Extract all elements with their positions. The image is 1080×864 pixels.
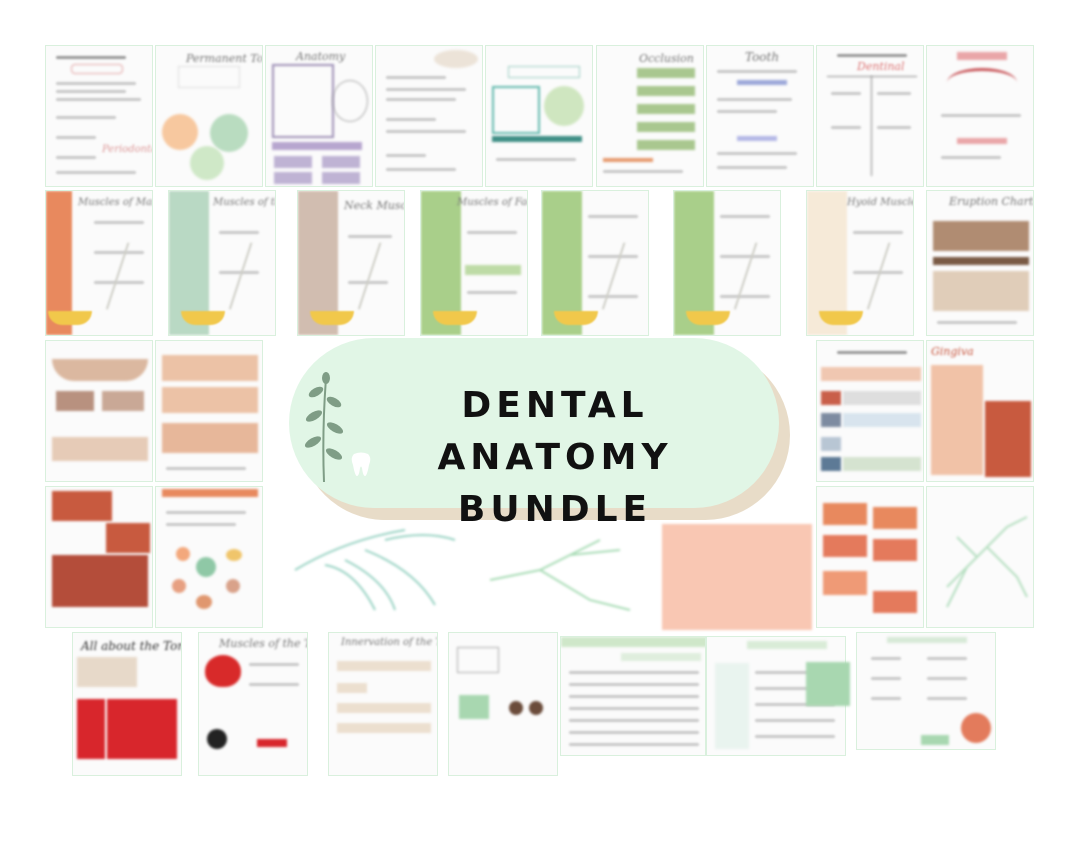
bundle-title-line-1: DENTAL ANATOMY xyxy=(437,385,673,478)
worksheet-thumbnail xyxy=(485,45,593,187)
worksheet-thumbnail: Muscles of Facial Expression xyxy=(420,190,528,336)
worksheet-thumbnail: Permanent Tooth xyxy=(155,45,263,187)
worksheet-thumbnail xyxy=(155,340,263,482)
worksheet-thumbnail: Eruption Charts xyxy=(926,190,1034,336)
worksheet-thumbnail xyxy=(560,636,706,756)
worksheet-thumbnail xyxy=(856,632,996,750)
worksheet-thumbnail: Hyoid Muscles xyxy=(806,190,914,336)
worksheet-thumbnail: Anatomy xyxy=(265,45,373,187)
worksheet-thumbnail: Innervation of the Tongue xyxy=(328,632,438,776)
worksheet-thumbnail xyxy=(816,486,924,628)
worksheet-thumbnail: Muscles of the Soft Palate xyxy=(168,190,276,336)
worksheet-thumbnail xyxy=(45,486,153,628)
worksheet-thumbnail xyxy=(706,636,846,756)
worksheet-thumbnail: Dentinal xyxy=(816,45,924,187)
leaf-sprig-icon xyxy=(304,372,344,483)
nerve-diagram xyxy=(285,510,465,620)
artery-diagram xyxy=(662,524,812,630)
nerve-diagram xyxy=(480,520,650,620)
sticky-note xyxy=(806,662,850,706)
worksheet-thumbnail xyxy=(448,632,558,776)
worksheet-thumbnail xyxy=(926,486,1034,628)
worksheet-thumbnail: Periodontal xyxy=(45,45,153,187)
worksheet-thumbnail: Muscles of the Tongue xyxy=(198,632,308,776)
bundle-title-line-2: BUNDLE xyxy=(457,489,653,530)
worksheet-thumbnail: Occlusion xyxy=(596,45,704,187)
worksheet-thumbnail: Neck Muscles xyxy=(297,190,405,336)
worksheet-thumbnail xyxy=(926,45,1034,187)
worksheet-thumbnail xyxy=(155,486,263,628)
bundle-title-banner xyxy=(289,338,779,508)
worksheet-thumbnail xyxy=(375,45,483,187)
worksheet-thumbnail: Tooth xyxy=(706,45,814,187)
worksheet-thumbnail: Gingiva xyxy=(926,340,1034,482)
bundle-title: DENTAL ANATOMY BUNDLE xyxy=(340,380,770,536)
worksheet-thumbnail: Muscles of Mastication xyxy=(45,190,153,336)
worksheet-thumbnail xyxy=(673,190,781,336)
worksheet-thumbnail: All about the Tongue xyxy=(72,632,182,776)
tooth-icon xyxy=(351,452,371,476)
worksheet-thumbnail xyxy=(45,340,153,482)
worksheet-thumbnail xyxy=(541,190,649,336)
worksheet-thumbnail xyxy=(816,340,924,482)
